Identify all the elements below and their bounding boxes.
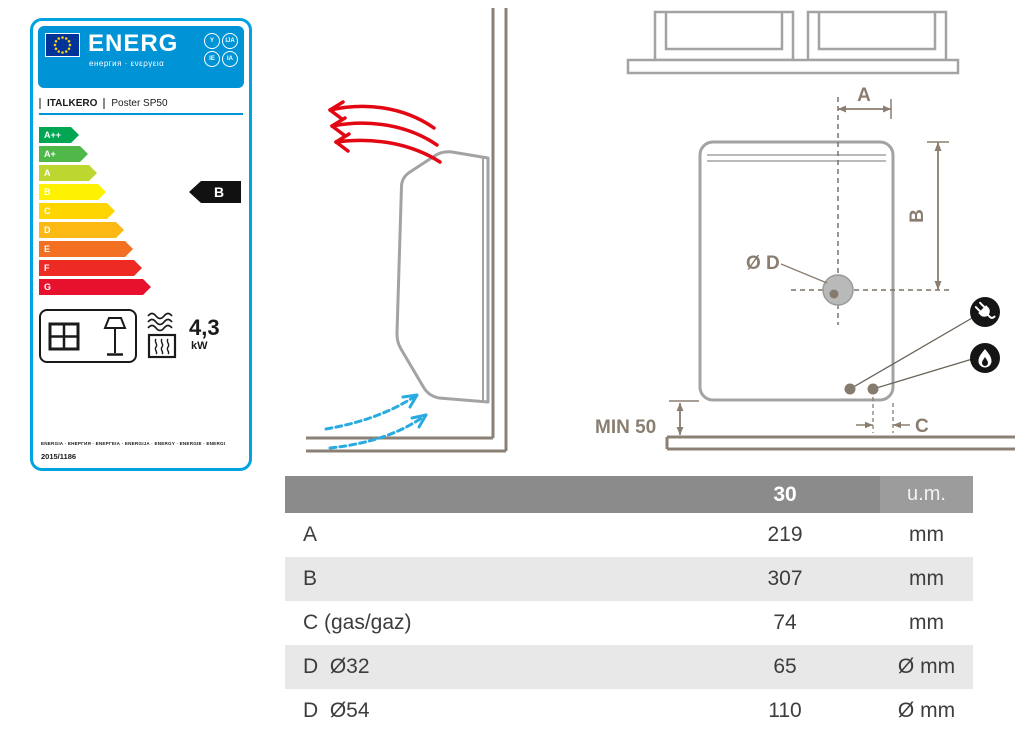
energy-class-arrow: A+: [39, 146, 88, 162]
wall: [491, 8, 508, 451]
energy-label-header: ENERG енергия · ενεργεια Y IJA IE IA: [38, 26, 244, 88]
floor-lamp-icon: [103, 317, 127, 356]
dim-value: 219: [767, 523, 803, 546]
window-icon: [48, 322, 80, 351]
table-row: B 307 mm: [285, 557, 973, 601]
class-label: E: [44, 244, 51, 254]
label-languages-footer: ENERGIA · ЕНЕРГИЯ · ΕΝΕΡΓΕΙΑ · ENERGIJA …: [41, 441, 226, 446]
cold-air-arrows: [324, 393, 428, 450]
dimension-diagram: A B Ø D MIN 50: [595, 10, 1015, 451]
energy-label: ENERG енергия · ενεργεια Y IJA IE IA ITA…: [30, 18, 252, 471]
regulation-number: 2015/1186: [41, 452, 77, 461]
energy-class-arrow: B: [39, 184, 106, 200]
energy-class-arrow: A: [39, 165, 97, 181]
language-badge: IE: [204, 51, 220, 67]
flame-icon: [970, 343, 1000, 373]
eu-flag-icon: [45, 33, 80, 57]
table-row: D Ø32 65 Ø mm: [285, 645, 973, 689]
dim-a-label: A: [857, 85, 871, 106]
leader-line: [872, 356, 980, 390]
energy-class-scale: A++ A+ A B C D E F G: [39, 127, 151, 298]
divider: [39, 98, 41, 109]
diameter-d-circle: [780, 263, 854, 306]
class-label: A: [44, 168, 51, 178]
table-row: D Ø54 110 Ø mm: [285, 689, 973, 733]
energy-class-arrow: G: [39, 279, 151, 295]
dim-unit: mm: [909, 611, 944, 634]
dim-value: 110: [768, 699, 802, 722]
energy-class-arrow: E: [39, 241, 133, 257]
gas-connection-dots: [844, 313, 980, 395]
manufacturer-name: ITALKERO: [47, 98, 98, 109]
language-badge: Y: [204, 33, 220, 49]
model-name: Poster SP50: [111, 98, 168, 109]
plug-icon: [970, 297, 1000, 327]
energy-class-arrow: D: [39, 222, 124, 238]
class-label: B: [44, 187, 51, 197]
energy-subtitle: енергия · ενεργεια: [89, 59, 165, 68]
class-label: F: [44, 263, 50, 273]
energy-title: ENERG: [88, 30, 179, 57]
dim-unit: mm: [909, 523, 944, 546]
dim-unit: mm: [909, 567, 944, 590]
table-row: C (gas/gaz) 74 mm: [285, 601, 973, 645]
floor: [665, 435, 1015, 451]
brand-row: ITALKERO Poster SP50: [39, 94, 243, 115]
dim-value: 307: [767, 567, 803, 590]
table-row: A 219 mm: [285, 513, 973, 557]
dim-unit: Ø mm: [897, 699, 956, 722]
spec-table: 30 u.m. A 219 mm B 307 mm C (gas/gaz) 74…: [285, 476, 973, 733]
window-sill: [626, 58, 960, 75]
airflow-diagram: [306, 8, 508, 453]
heat-emission-icon: [147, 312, 177, 359]
dim-a-arrow: [838, 99, 892, 119]
table-header-model: 30: [773, 482, 797, 506]
energy-class-arrow: C: [39, 203, 115, 219]
language-badge: IJA: [222, 33, 238, 49]
min-clearance-arrow: [669, 400, 699, 435]
min-clearance-label: MIN 50: [595, 417, 656, 438]
hot-air-arrows: [328, 100, 442, 164]
energy-class-arrow: A++: [39, 127, 79, 143]
room-icon: [39, 309, 137, 363]
leader-line: [849, 313, 980, 390]
rated-power: 4,3 kW: [189, 315, 220, 353]
class-label: A++: [44, 130, 62, 140]
dim-name: B: [303, 567, 318, 590]
class-label: C: [44, 206, 51, 216]
divider: [103, 98, 106, 109]
dim-name: C (gas/gaz): [303, 611, 412, 634]
dim-name: D Ø54: [303, 699, 370, 722]
dim-c-arrow: [856, 397, 910, 433]
energy-class-arrow: F: [39, 260, 142, 276]
class-label: D: [44, 225, 51, 235]
diameter-d-label: Ø D: [746, 253, 780, 274]
heater-side-profile: [395, 150, 490, 404]
table-header-row: 30 u.m.: [285, 476, 973, 513]
dim-b-arrow: [927, 141, 949, 290]
window-frame: [653, 10, 948, 62]
language-badge: IA: [222, 51, 238, 67]
energy-rating-indicator: B: [189, 181, 241, 203]
class-label: G: [44, 282, 52, 292]
power-value: 4,3: [189, 315, 220, 340]
dim-name: A: [303, 523, 318, 546]
dim-b-label: B: [907, 209, 928, 223]
dim-name: D Ø32: [303, 655, 370, 678]
energy-language-badges: Y IJA IE IA: [204, 33, 238, 67]
table-header-unit: u.m.: [880, 476, 973, 513]
label-pictograms: 4,3 kW: [39, 309, 243, 367]
dim-value: 65: [773, 655, 797, 678]
dim-c-label: C: [915, 416, 929, 437]
dim-unit: Ø mm: [897, 655, 956, 678]
class-label: A+: [44, 149, 56, 159]
dim-value: 74: [773, 611, 797, 634]
power-unit: kW: [191, 340, 208, 352]
floor: [306, 436, 506, 453]
